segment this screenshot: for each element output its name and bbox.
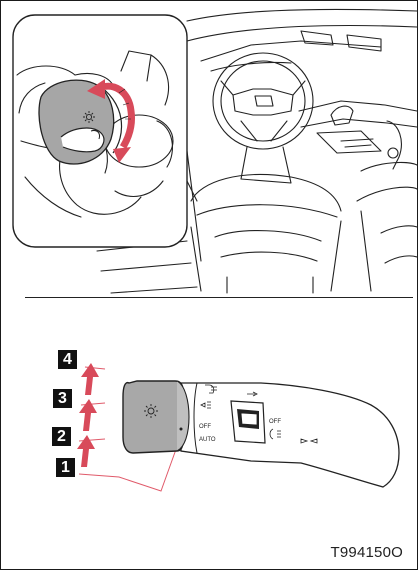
wiper-off-label: OFF [269, 419, 281, 425]
light-auto-label: AUTO [199, 437, 216, 443]
step-badge-1: 1 [56, 458, 75, 477]
step-badge-3: 3 [53, 389, 72, 408]
step-arrows [77, 363, 99, 467]
cabin-illustration [1, 1, 417, 297]
light-off-label: OFF [199, 424, 211, 430]
step-badge-2: 2 [52, 427, 71, 446]
section-divider [25, 297, 413, 298]
step-badge-4: 4 [58, 350, 77, 369]
figure-code: T994150O [331, 544, 403, 561]
